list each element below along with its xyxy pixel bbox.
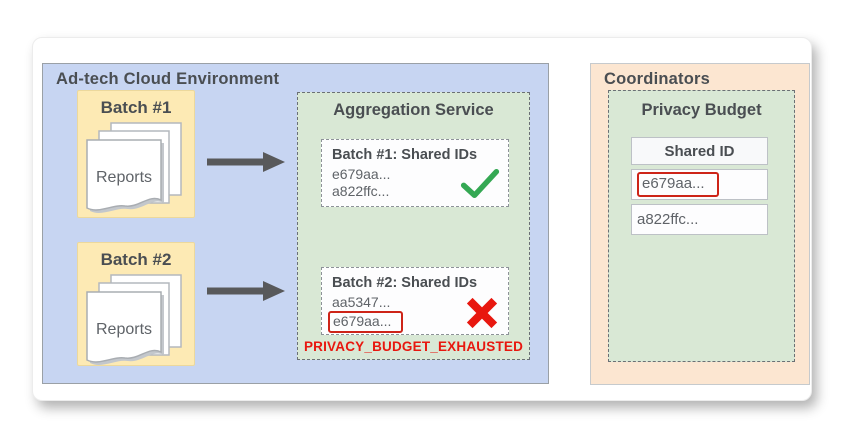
adtech-environment-panel: Ad-tech Cloud Environment Batch #1 Repor… xyxy=(42,63,549,384)
table-row: e679aa... xyxy=(631,169,768,200)
coordinators-panel: Coordinators Privacy Budget Shared ID e6… xyxy=(590,63,810,385)
batch-1-result-box: Batch #1: Shared IDs e679aa... a822ffc..… xyxy=(321,139,509,207)
x-icon xyxy=(466,297,498,329)
batch-2-result-box: Batch #2: Shared IDs aa5347... e679aa... xyxy=(321,267,509,335)
diagram-card: Ad-tech Cloud Environment Batch #1 Repor… xyxy=(32,37,812,401)
shared-id-table: Shared ID e679aa... a822ffc... xyxy=(631,137,768,235)
batch-2-label: Batch #2 xyxy=(100,250,172,269)
reports-label: Reports xyxy=(96,169,152,186)
reports-stack-icon: Reports xyxy=(86,122,182,213)
shared-id: a822ffc... xyxy=(332,183,390,199)
batch-1-box: Batch #1 Reports xyxy=(77,90,195,218)
shared-id-table-header: Shared ID xyxy=(631,137,768,165)
privacy-budget-exhausted-label: PRIVACY_BUDGET_EXHAUSTED xyxy=(303,339,524,354)
batch-1-result-title: Batch #1: Shared IDs xyxy=(332,147,478,163)
aggregation-service-title: Aggregation Service xyxy=(333,101,494,119)
arrow-right-icon xyxy=(207,281,285,301)
batch-2-result-title: Batch #2: Shared IDs xyxy=(332,275,478,291)
shared-id-flagged: e679aa... xyxy=(328,311,498,333)
flagged-id-outline: e679aa... xyxy=(637,172,719,197)
adtech-environment-title: Ad-tech Cloud Environment xyxy=(56,70,280,88)
coordinators-title: Coordinators xyxy=(604,70,710,88)
shared-id: aa5347... xyxy=(332,294,391,310)
reports-label: Reports xyxy=(96,321,152,338)
flagged-id-outline: e679aa... xyxy=(328,311,404,333)
shared-id: e679aa... xyxy=(332,166,391,182)
arrow-right-icon xyxy=(207,152,285,172)
privacy-budget-panel: Privacy Budget Shared ID e679aa... a822f… xyxy=(608,90,795,362)
batch-2-box: Batch #2 Reports xyxy=(77,242,195,366)
table-row: a822ffc... xyxy=(631,204,768,235)
reports-stack-icon: Reports xyxy=(86,274,182,365)
aggregation-service-panel: Aggregation Service Batch #1: Shared IDs… xyxy=(297,92,530,360)
batch-1-label: Batch #1 xyxy=(100,98,172,117)
privacy-budget-title: Privacy Budget xyxy=(641,101,762,119)
checkmark-icon xyxy=(460,168,500,199)
